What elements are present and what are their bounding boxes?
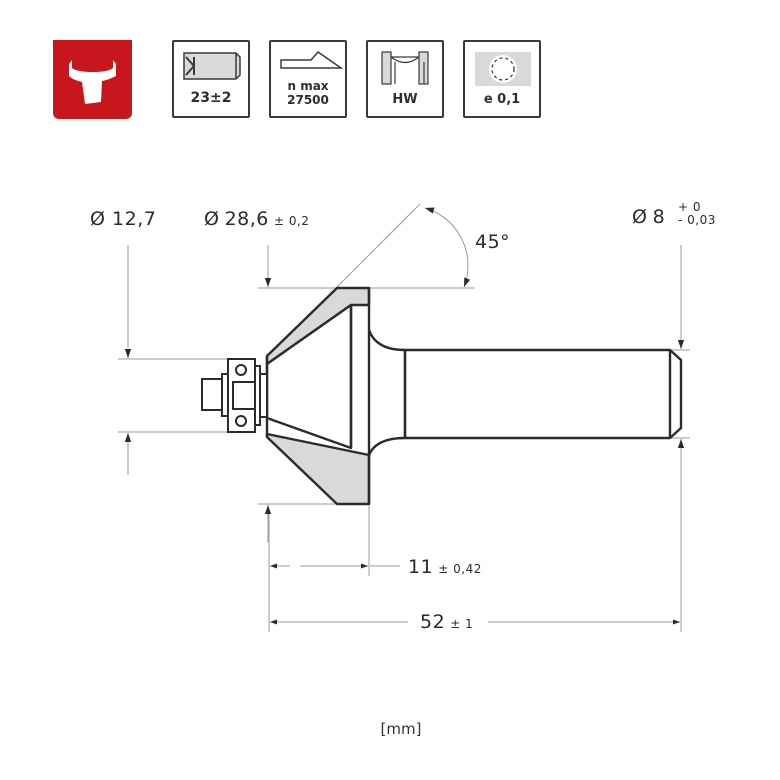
brand-logo (53, 40, 132, 119)
shank-tol-lower: - 0,03 (678, 213, 716, 227)
spec-cutting-length: 23±2 (172, 40, 250, 118)
shank-tolerance-icon (475, 52, 531, 86)
angle-dim: 45° (475, 231, 511, 253)
cutting-diameter-dim: Ø 28,6 ± 0,2 (204, 208, 309, 230)
bearing-diameter-value: 12,7 (112, 208, 157, 230)
cutting-height-tolerance: ± 0,42 (438, 562, 482, 576)
cutting-height-value: 11 (408, 556, 434, 578)
dimension-arrows (124, 207, 685, 625)
diameter-symbol: Ø (632, 206, 648, 228)
carbide-insert-icon (381, 51, 429, 85)
max-rpm-icon (280, 51, 344, 69)
cutting-height-dim: 11 ± 0,42 (408, 556, 482, 578)
spec-max-rpm: n max 27500 (269, 40, 347, 118)
total-length-dim: 52 ± 1 (420, 611, 473, 633)
shank-diameter-dim: Ø 8 (632, 206, 665, 228)
max-rpm-label-1: n max (287, 79, 329, 93)
bull-head-icon (69, 60, 116, 104)
cutting-diameter-tolerance: ± 0,2 (273, 214, 310, 228)
diameter-symbol: Ø (204, 208, 220, 230)
carbide-label: HW (392, 92, 418, 107)
total-length-tolerance: ± 1 (450, 617, 474, 631)
cutting-length-label: 23±2 (190, 90, 232, 106)
spec-carbide: HW (366, 40, 444, 118)
cutter-body (265, 286, 683, 506)
cutting-length-icon (183, 52, 241, 80)
shank-tol-upper: + 0 (678, 200, 702, 214)
diameter-symbol: Ø (90, 208, 106, 230)
max-rpm-label-2: 27500 (287, 93, 329, 107)
shank-diameter-tolerance: + 0 - 0,03 (678, 201, 716, 227)
tolerance-label: e 0,1 (483, 92, 521, 107)
spec-tolerance: e 0,1 (463, 40, 541, 118)
cutting-diameter-value: 28,6 (224, 208, 269, 230)
bearing-assembly (201, 358, 268, 433)
bearing-diameter-dim: Ø 12,7 (90, 208, 156, 230)
shank-diameter-value: 8 (652, 206, 666, 228)
unit-label: [mm] (380, 720, 422, 738)
total-length-value: 52 (420, 611, 446, 633)
